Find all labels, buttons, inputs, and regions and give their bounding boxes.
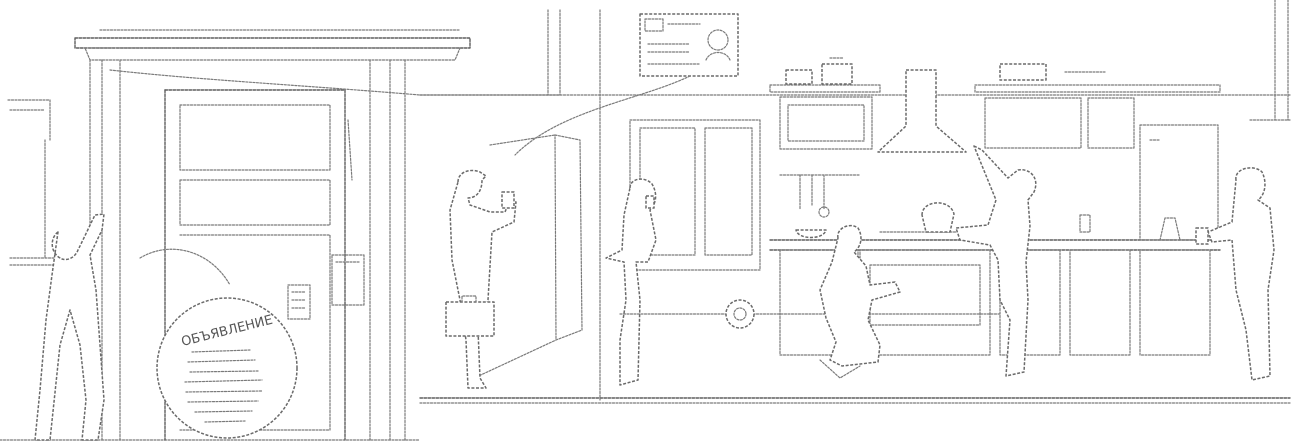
announcement-notice: ОБЪЯВЛЕНИЕ bbox=[139, 248, 298, 439]
man-reaching-up bbox=[955, 145, 1037, 377]
left-wall-details bbox=[7, 99, 61, 266]
kitchen bbox=[619, 57, 1221, 356]
man-at-counter bbox=[1195, 167, 1275, 381]
man-with-briefcase bbox=[445, 169, 517, 389]
person-at-entrance bbox=[34, 213, 105, 441]
woman-with-phone bbox=[605, 178, 657, 386]
wall-poster bbox=[514, 13, 739, 156]
kneeling-inspector bbox=[819, 224, 901, 379]
announcement-body-lines bbox=[184, 349, 263, 423]
floor bbox=[0, 397, 1291, 441]
right-wall bbox=[1249, 0, 1291, 121]
